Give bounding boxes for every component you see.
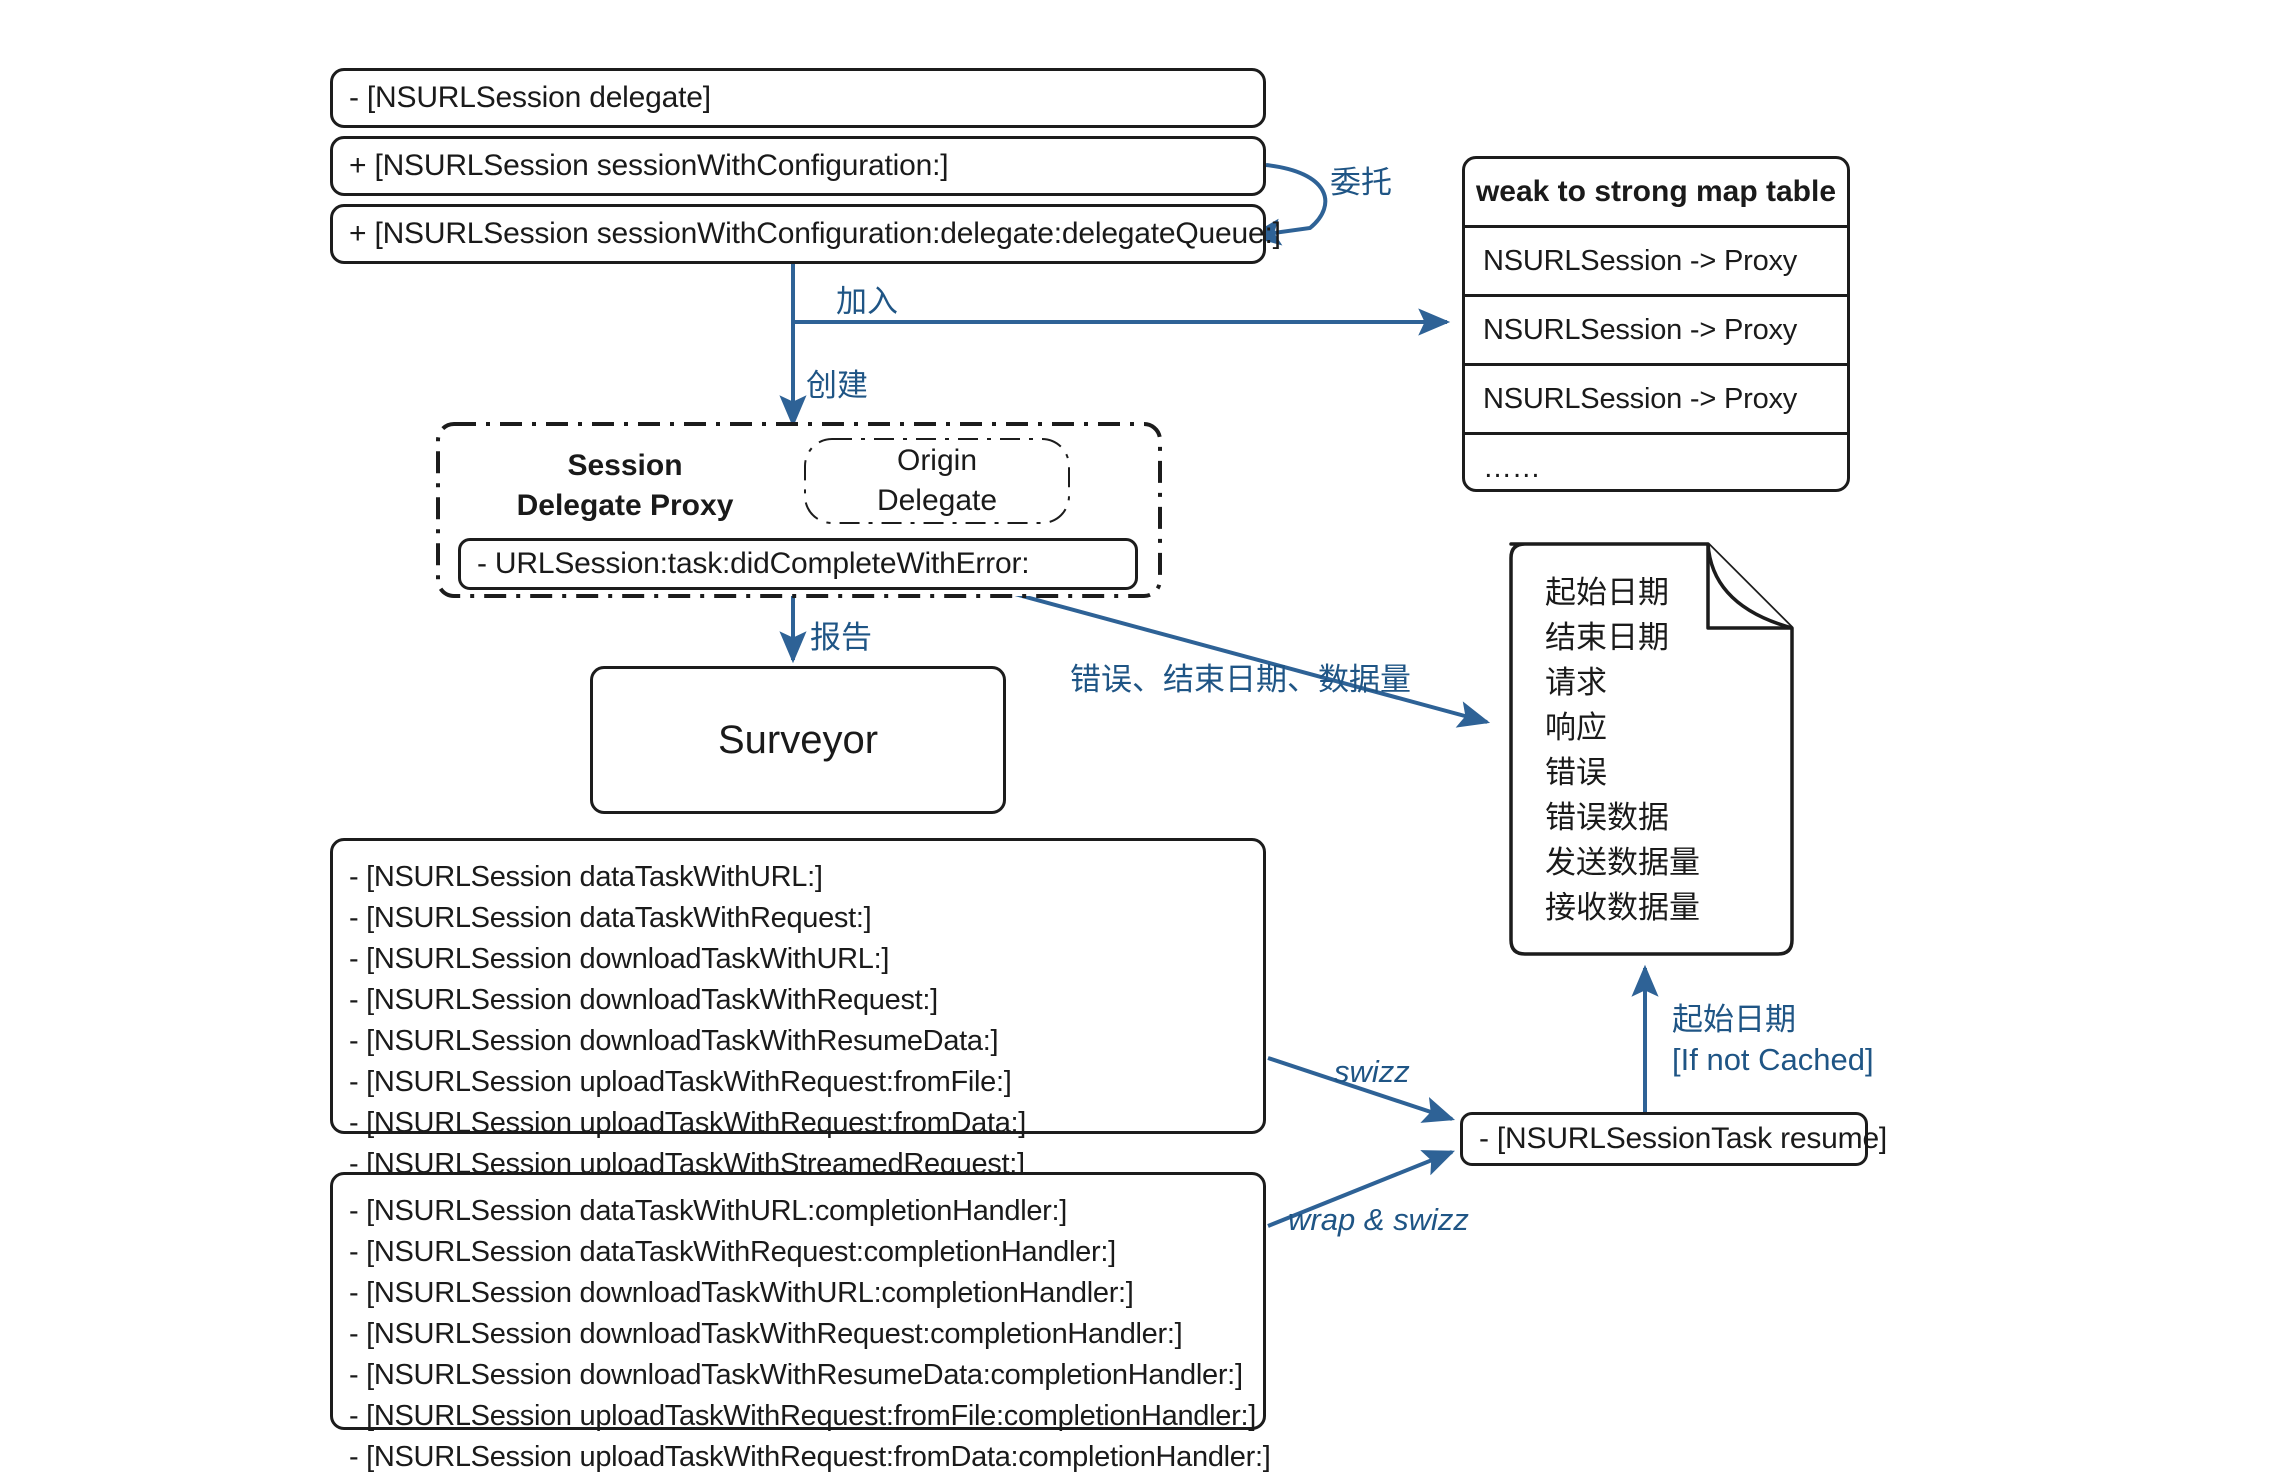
list-item: - [NSURLSession downloadTaskWithResumeDa… — [349, 1359, 1243, 1391]
edge-label-start-date-if-not-cached: 起始日期 [If not Cached] — [1672, 1002, 1874, 1077]
proxy-delegate-method-box[interactable]: - URLSession:task:didCompleteWithError: — [458, 538, 1138, 590]
origin-delegate-label: Origin Delegate — [876, 444, 998, 517]
list-item: - [NSURLSession downloadTaskWithURL:comp… — [349, 1277, 1134, 1309]
edge-label-error-enddate-data: 错误、结束日期、数据量 — [1070, 662, 1411, 697]
map-table-row-ellipsis: …… — [1483, 451, 1541, 484]
list-item: - [NSURLSession dataTaskWithRequest:] — [349, 902, 872, 934]
resume-label: - [NSURLSessionTask resume] — [1479, 1122, 1888, 1155]
list-item: - [NSURLSession uploadTaskWithRequest:fr… — [349, 1066, 1012, 1098]
nsurlsessiontask-resume-box[interactable]: - [NSURLSessionTask resume] — [1460, 1112, 1887, 1166]
completion-handler-methods-box: - [NSURLSession dataTaskWithURL:completi… — [330, 1172, 1271, 1473]
map-table-row: NSURLSession -> Proxy — [1465, 228, 1847, 297]
list-item: - [NSURLSession downloadTaskWithRequest:… — [349, 984, 938, 1016]
note-container: 起始日期 结束日期 请求 响应 错误 错误数据 发送数据量 接收数据量 — [1511, 544, 1792, 954]
edge-label-join: 加入 — [836, 284, 898, 319]
list-item: - [NSURLSession dataTaskWithRequest:comp… — [349, 1236, 1116, 1268]
api-signature-box-delegate[interactable]: - [NSURLSession delegate] — [330, 68, 1266, 128]
proxy-delegate-method-label: - URLSession:task:didCompleteWithError: — [477, 547, 1030, 580]
map-table-title: weak to strong map table — [1465, 159, 1847, 228]
list-item: - [NSURLSession downloadTaskWithResumeDa… — [349, 1025, 999, 1057]
weak-to-strong-map-table: weak to strong map table NSURLSession ->… — [1462, 156, 1850, 492]
api-signature-box-session-with-configuration[interactable]: + [NSURLSession sessionWithConfiguration… — [330, 136, 1266, 196]
api-signature-label: - [NSURLSession delegate] — [349, 81, 711, 114]
map-table-row: NSURLSession -> Proxy — [1465, 366, 1847, 435]
list-item: - [NSURLSession uploadTaskWithRequest:fr… — [349, 1441, 1271, 1473]
task-methods-box: - [NSURLSession dataTaskWithURL:] - [NSU… — [330, 838, 1266, 1180]
list-item: - [NSURLSession downloadTaskWithRequest:… — [349, 1318, 1183, 1350]
api-signature-box-session-with-configuration-delegate-queue[interactable]: + [NSURLSession sessionWithConfiguration… — [330, 204, 1281, 264]
list-item: - [NSURLSession downloadTaskWithURL:] — [349, 943, 890, 975]
api-signature-label: + [NSURLSession sessionWithConfiguration… — [349, 217, 1281, 250]
api-signature-label: + [NSURLSession sessionWithConfiguration… — [349, 149, 949, 182]
arrow-error-enddate-data — [999, 588, 1491, 728]
origin-delegate-box: Origin Delegate — [806, 440, 1068, 522]
list-item: - [NSURLSession uploadTaskWithRequest:fr… — [349, 1107, 1027, 1139]
edge-label-delegate: 委托 — [1330, 165, 1392, 200]
list-item: - [NSURLSession dataTaskWithURL:] — [349, 861, 823, 893]
edge-label-report: 报告 — [810, 620, 872, 655]
list-item: - [NSURLSession dataTaskWithURL:completi… — [349, 1195, 1068, 1227]
surveyor-box[interactable]: Surveyor — [590, 666, 1006, 814]
edge-label-create: 创建 — [806, 368, 868, 403]
list-item: - [NSURLSession uploadTaskWithRequest:fr… — [349, 1400, 1256, 1432]
edge-label-swizz: swizz — [1334, 1054, 1410, 1089]
note-lines: 起始日期 结束日期 请求 响应 错误 错误数据 发送数据量 接收数据量 — [1545, 575, 1700, 925]
map-table-row: NSURLSession -> Proxy — [1465, 297, 1847, 366]
edge-label-wrap-swizz: wrap & swizz — [1288, 1202, 1469, 1237]
surveyor-label: Surveyor — [717, 717, 879, 762]
session-delegate-proxy-title: Session Delegate Proxy — [516, 449, 734, 522]
